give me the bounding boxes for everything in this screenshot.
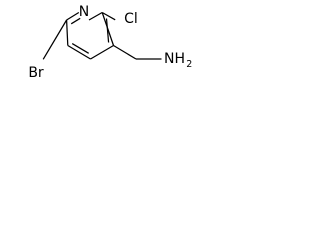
bromine-label: Br [28, 65, 44, 81]
bond-c3-ch2 [113, 44, 137, 60]
amine-label: NH [164, 51, 185, 67]
bond-c3-c4 [90, 44, 114, 60]
bond-c2-c3-double [105, 18, 110, 43]
bond-c4-c5-double [71, 43, 90, 54]
chemical-structure: N Cl Br NH 2 [28, 4, 192, 81]
bond-layer [42, 11, 162, 60]
bond-c2-cl [101, 11, 116, 21]
amine-subscript: 2 [186, 59, 192, 70]
bond-c6-n [66, 11, 80, 21]
atom-label-layer: N Cl Br NH 2 [28, 4, 192, 81]
bond-c5-c6 [65, 19, 69, 46]
bond-c4-c5 [67, 44, 91, 60]
nitrogen-label: N [79, 4, 89, 20]
bond-c6-n-double [70, 17, 81, 25]
bond-c5-br [42, 19, 68, 60]
bond-n-c2 [88, 11, 103, 21]
chlorine-label: Cl [124, 11, 138, 27]
